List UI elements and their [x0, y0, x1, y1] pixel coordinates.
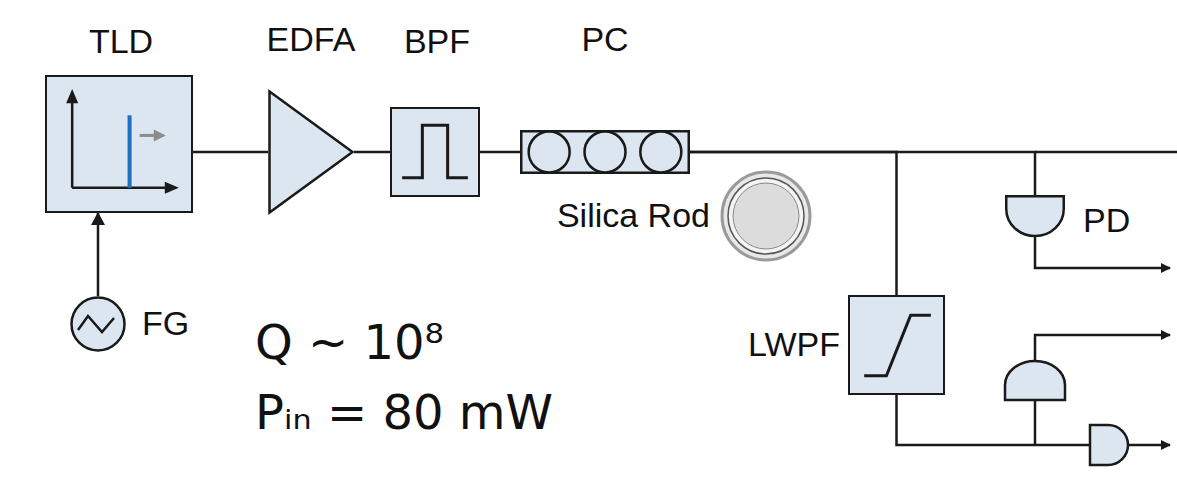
laser-box: TLD [45, 75, 193, 213]
shape-outline [850, 297, 943, 393]
component-label: LWPF [748, 327, 840, 361]
shape-outline [720, 170, 812, 262]
resonator-rod: Silica Rod [720, 170, 812, 262]
rod-rim [728, 178, 804, 254]
component-label: Silica Rod [557, 198, 710, 232]
component-label: PD [1083, 203, 1130, 237]
shape-outline [70, 296, 126, 352]
triangle-wave [78, 316, 114, 332]
rod-face [733, 183, 799, 249]
longpass-curve [864, 315, 931, 376]
photodetector-symbol [1090, 425, 1128, 465]
parameter-label: Pᵢₙ = 80 mW [255, 388, 553, 436]
laser-line [128, 115, 132, 188]
fiber-connector [690, 152, 897, 295]
fiber-line [1035, 151, 1177, 154]
signal-wire [1035, 237, 1170, 268]
signal-wire [897, 395, 1091, 445]
parameter-label: Q ~ 10⁸ [255, 318, 444, 366]
fiber-loop [585, 132, 626, 173]
shape-outline [47, 77, 191, 211]
component-label: PC [581, 22, 628, 56]
graph-axes [72, 95, 173, 188]
fiber-loop [529, 132, 570, 173]
shape-outline [268, 90, 354, 214]
signal-wire [1034, 400, 1037, 445]
shape-outline [1005, 195, 1065, 237]
bandpass-curve [402, 125, 468, 178]
fiber-connector [193, 151, 268, 154]
controller-frame [521, 131, 689, 173]
signal-wire [1128, 444, 1170, 447]
photodetector-symbol [1006, 196, 1064, 236]
amplifier-symbol [270, 92, 353, 213]
photodetector-symbol [1005, 361, 1065, 400]
component-label: TLD [89, 24, 153, 58]
generator-circle [72, 298, 125, 351]
sweep-arrow [140, 134, 156, 137]
component-label: EDFA [267, 22, 356, 56]
component-label: FG [142, 306, 189, 340]
fiber-connector [354, 151, 390, 154]
shape-outline [392, 109, 478, 195]
amplifier-triangle: EDFA [268, 90, 354, 214]
shape-outline [520, 130, 690, 174]
rod-outer [722, 172, 810, 260]
function-generator: FG [70, 296, 126, 352]
sweep-head [154, 129, 166, 141]
signal-wire [1035, 335, 1170, 362]
longpass-filter-box: LWPF [848, 295, 945, 395]
fiber-connector [480, 151, 520, 154]
photodetector: PD [1005, 195, 1065, 237]
fiber-connector [97, 213, 100, 296]
axis-heads [66, 89, 179, 194]
filter-box: BPF [390, 107, 480, 197]
fiber-loop [640, 132, 681, 173]
component-label: BPF [404, 24, 470, 58]
polarization-controller: PC [520, 130, 690, 174]
